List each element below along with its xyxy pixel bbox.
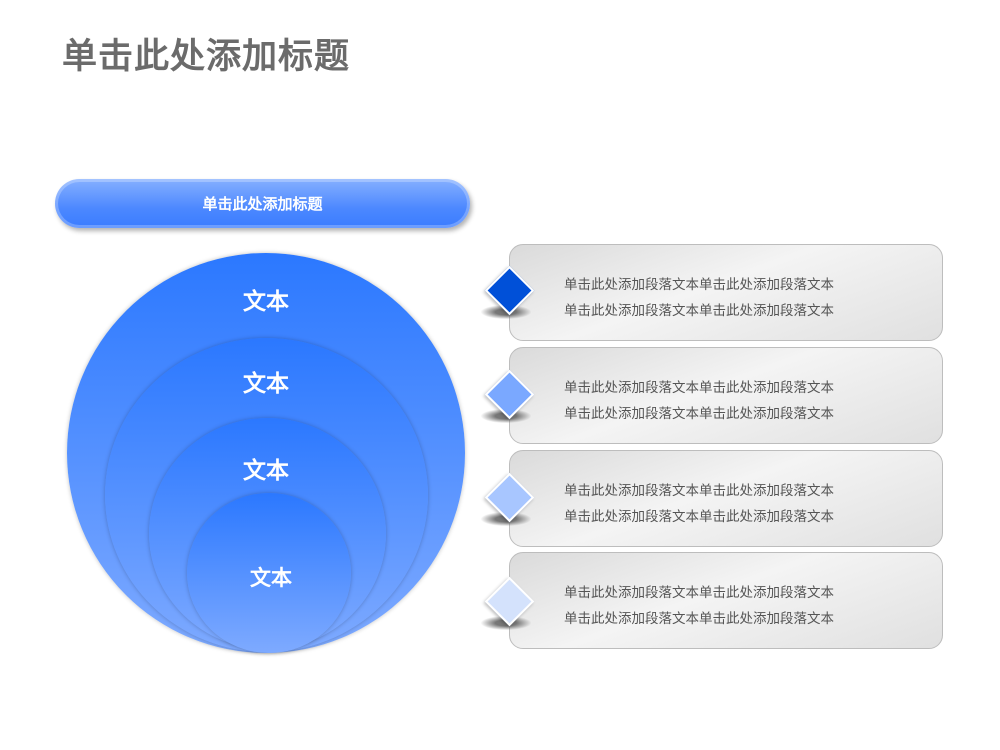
slide-title[interactable]: 单击此处添加标题 [62,37,351,77]
box-line: 单击此处添加段落文本单击此处添加段落文本 [564,611,834,627]
text-box-2[interactable]: 单击此处添加段落文本单击此处添加段落文本单击此处添加段落文本单击此处添加段落文本 [509,347,943,444]
box-line: 单击此处添加段落文本单击此处添加段落文本 [564,509,834,525]
circle-label-4[interactable]: 文本 [250,566,292,590]
box-line: 单击此处添加段落文本单击此处添加段落文本 [564,303,834,319]
circle-label-2[interactable]: 文本 [243,371,289,397]
circle-inner [187,493,351,653]
box-line: 单击此处添加段落文本单击此处添加段落文本 [564,277,834,293]
text-box-3[interactable]: 单击此处添加段落文本单击此处添加段落文本单击此处添加段落文本单击此处添加段落文本 [509,450,943,547]
box-line: 单击此处添加段落文本单击此处添加段落文本 [564,406,834,422]
pill-title: 单击此处添加标题 [202,195,323,213]
section-title-pill[interactable]: 单击此处添加标题 [55,179,470,228]
box-line: 单击此处添加段落文本单击此处添加段落文本 [564,483,834,499]
circle-label-3[interactable]: 文本 [243,458,289,484]
box-line: 单击此处添加段落文本单击此处添加段落文本 [564,585,834,601]
text-box-1[interactable]: 单击此处添加段落文本单击此处添加段落文本单击此处添加段落文本单击此处添加段落文本 [509,244,943,341]
box-line: 单击此处添加段落文本单击此处添加段落文本 [564,380,834,396]
text-box-4[interactable]: 单击此处添加段落文本单击此处添加段落文本单击此处添加段落文本单击此处添加段落文本 [509,552,943,649]
circle-label-1[interactable]: 文本 [243,289,289,315]
